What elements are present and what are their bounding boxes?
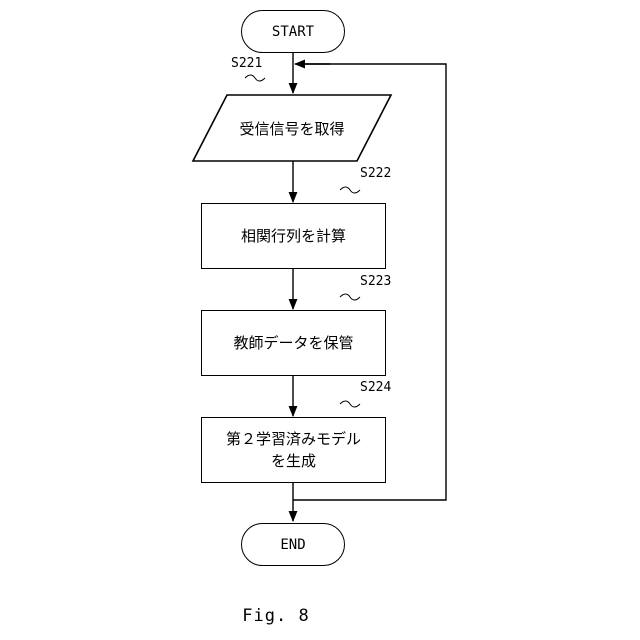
s223-process-box: 教師データを保管 [201, 310, 386, 376]
start-terminal: START [241, 10, 345, 53]
s221-leader [245, 75, 265, 81]
s224-label-line2: を生成 [271, 450, 316, 472]
s222-process-box: 相関行列を計算 [201, 203, 386, 269]
s224-leader [340, 401, 360, 407]
s223-label: 教師データを保管 [233, 332, 353, 354]
step-id-s221: S221 [231, 56, 262, 71]
start-label: START [272, 24, 314, 40]
step-id-s224: S224 [360, 380, 391, 395]
s222-leader [340, 187, 360, 193]
s222-label: 相関行列を計算 [241, 225, 346, 247]
step-id-s223: S223 [360, 274, 391, 289]
step-id-s222: S222 [360, 166, 391, 181]
s223-leader [340, 294, 360, 300]
s224-process-box: 第２学習済みモデル を生成 [201, 417, 386, 483]
s221-label: 受信信号を取得 [205, 95, 379, 161]
end-terminal: END [241, 523, 345, 566]
figure-caption: Fig. 8 [0, 606, 552, 626]
s224-label-line1: 第２学習済みモデル [226, 428, 361, 450]
end-label: END [280, 537, 305, 553]
